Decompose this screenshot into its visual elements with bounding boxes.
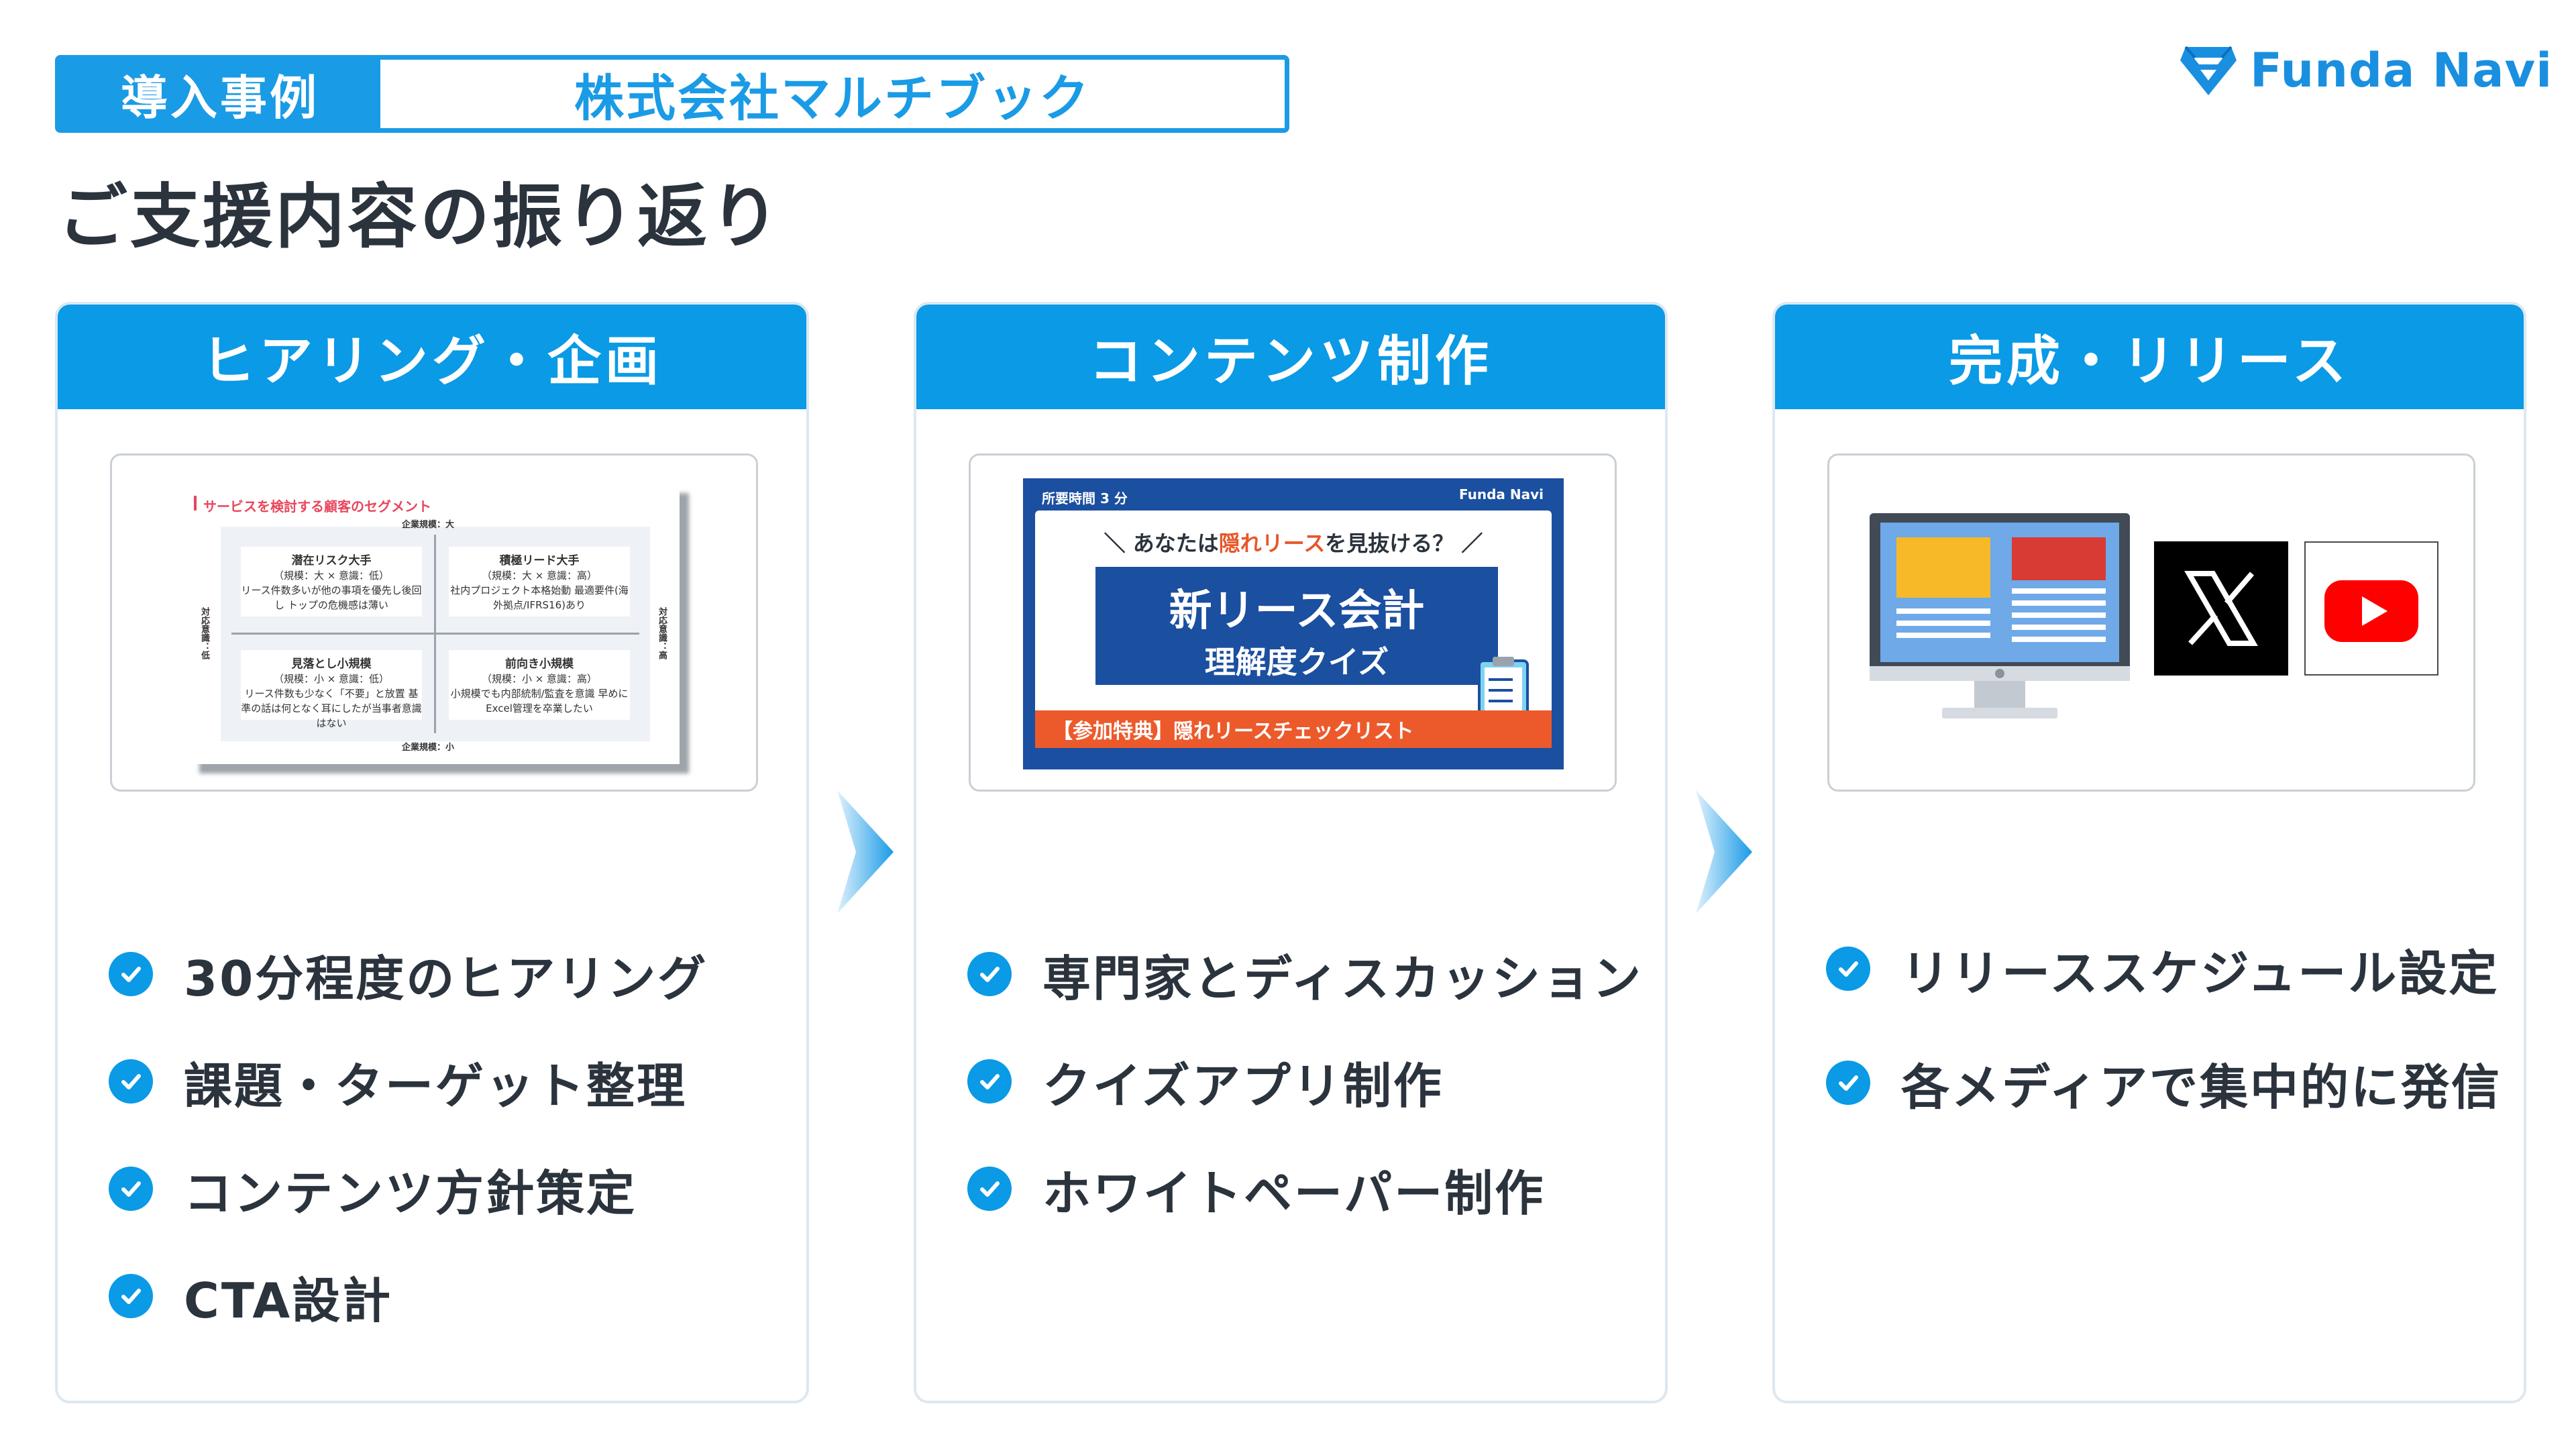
case-study-label: 導入事例 (60, 60, 380, 128)
axis-label-left: 対応意識：低 (199, 607, 209, 659)
list-item-text: 各メディアで集中的に発信 (1901, 1059, 2502, 1116)
step-column-hearing: ヒアリング・企画 サービスを検討する顧客のセグメント 企業規模：大 企業規模：小… (55, 302, 809, 1403)
list-item-text: 専門家とディスカッション (1042, 950, 1643, 1007)
checklist: 専門家とディスカッション クイズアプリ制作 ホワイトペーパー制作 (967, 920, 1641, 1242)
list-item-text: ホワイトペーパー制作 (1042, 1165, 1546, 1222)
list-item: ホワイトペーパー制作 (967, 1135, 1638, 1242)
check-circle-icon (967, 952, 1012, 996)
banner-title-box: 新リース会計 理解度クイズ (1095, 567, 1498, 685)
x-logo-icon (2154, 541, 2288, 676)
segment-slide: サービスを検討する顧客のセグメント 企業規模：大 企業規模：小 対応意識：低 対… (190, 484, 680, 764)
media-thumbnail (1827, 453, 2475, 792)
step-column-production: コンテンツ制作 所要時間 3 分 Funda Navi ＼ あなたは隠れリースを… (914, 302, 1668, 1403)
quadrant-box: 積極リード大手 （規模：大 × 意識：高） 社内プロジェクト本格始動 最適要件(… (449, 547, 630, 616)
axis-label-right: 対応意識：高 (657, 607, 667, 659)
checklist: リリーススケジュール設定 各メディアで集中的に発信 (1826, 915, 2500, 1136)
step-title: 完成・リリース (1775, 305, 2524, 409)
step-column-release: 完成・リリース (1772, 302, 2526, 1403)
check-circle-icon (967, 1059, 1012, 1104)
funda-navi-logo-icon (2180, 46, 2237, 95)
quadrant-box: 前向き小規模 （規模：小 × 意識：高） 小規模でも内部統制/監査を意識 早めに… (449, 650, 630, 720)
list-item: 30分程度のヒアリング (109, 920, 780, 1028)
step-title: コンテンツ制作 (916, 305, 1665, 409)
checklist: 30分程度のヒアリング 課題・ターゲット整理 コンテンツ方針策定 CTA設計 (109, 920, 780, 1350)
list-item-text: リリーススケジュール設定 (1901, 945, 2500, 1002)
step-title: ヒアリング・企画 (58, 305, 806, 409)
list-item-text: CTA設計 (184, 1272, 393, 1329)
youtube-logo-icon (2304, 541, 2438, 676)
list-item: 専門家とディスカッション (967, 920, 1641, 1028)
slide-title: サービスを検討する顧客のセグメント (203, 498, 431, 515)
list-item-text: クイズアプリ制作 (1042, 1057, 1444, 1114)
axis-label-top: 企業規模：大 (402, 520, 455, 530)
list-item: CTA設計 (109, 1242, 780, 1350)
check-circle-icon (1826, 947, 1870, 991)
check-circle-icon (109, 1059, 153, 1104)
check-circle-icon (109, 1167, 153, 1211)
banner-duration: 所要時間 3 分 (1042, 490, 1128, 506)
check-circle-icon (109, 952, 153, 996)
segment-matrix: 企業規模：大 企業規模：小 対応意識：低 対応意識：高 潜在リスク大手 （規模：… (199, 520, 667, 753)
banner-card: ＼ あなたは隠れリースを見抜ける？ ／ 新リース会計 理解度クイズ (1035, 511, 1552, 732)
axis-label-bottom: 企業規模：小 (402, 743, 455, 753)
quiz-banner: 所要時間 3 分 Funda Navi ＼ あなたは隠れリースを見抜ける？ ／ … (1023, 478, 1564, 769)
list-item: クイズアプリ制作 (967, 1028, 1638, 1135)
list-item-text: 課題・ターゲット整理 (184, 1057, 688, 1114)
quiz-banner-thumbnail: 所要時間 3 分 Funda Navi ＼ あなたは隠れリースを見抜ける？ ／ … (969, 453, 1617, 792)
list-item-text: 30分程度のヒアリング (184, 950, 708, 1007)
check-circle-icon (967, 1167, 1012, 1211)
step-arrow-icon (837, 790, 894, 914)
desktop-monitor-icon (1870, 513, 2130, 718)
matrix-axis-horizontal (231, 633, 639, 635)
quadrant-box: 見落とし小規模 （規模：小 × 意識：低） リース件数も少なく「不要」と放置 基… (241, 650, 422, 729)
check-circle-icon (1826, 1061, 1870, 1105)
brand-logo: Funda Navi (2179, 34, 2553, 107)
list-item-text: コンテンツ方針策定 (184, 1165, 637, 1222)
banner-brand: Funda Navi (1458, 486, 1544, 502)
banner-question: ＼ あなたは隠れリースを見抜ける？ ／ (1104, 531, 1483, 556)
list-item: 各メディアで集中的に発信 (1826, 1029, 2500, 1136)
list-item: コンテンツ方針策定 (109, 1135, 780, 1242)
check-circle-icon (109, 1274, 153, 1318)
page-title: ご支援内容の振り返り (58, 176, 783, 258)
logo-text: Funda Navi (2250, 43, 2553, 98)
banner-bonus-strip: 【参加特典】隠れリースチェックリスト (1035, 710, 1552, 748)
banner-main-title: 新リース会計 (1169, 586, 1425, 636)
list-item: 課題・ターゲット整理 (109, 1028, 780, 1135)
company-name: 株式会社マルチブック (574, 69, 1091, 127)
slide-accent-bar (194, 496, 197, 511)
case-study-header: 導入事例 株式会社マルチブック (55, 55, 1289, 133)
step-arrow-icon (1696, 790, 1752, 914)
segment-matrix-thumbnail: サービスを検討する顧客のセグメント 企業規模：大 企業規模：小 対応意識：低 対… (110, 453, 758, 792)
list-item: リリーススケジュール設定 (1826, 915, 2497, 1022)
banner-subtitle: 理解度クイズ (1204, 644, 1389, 680)
quadrant-box: 潜在リスク大手 （規模：大 × 意識：低） リース件数多いが他の事項を優先し後回… (241, 547, 422, 616)
